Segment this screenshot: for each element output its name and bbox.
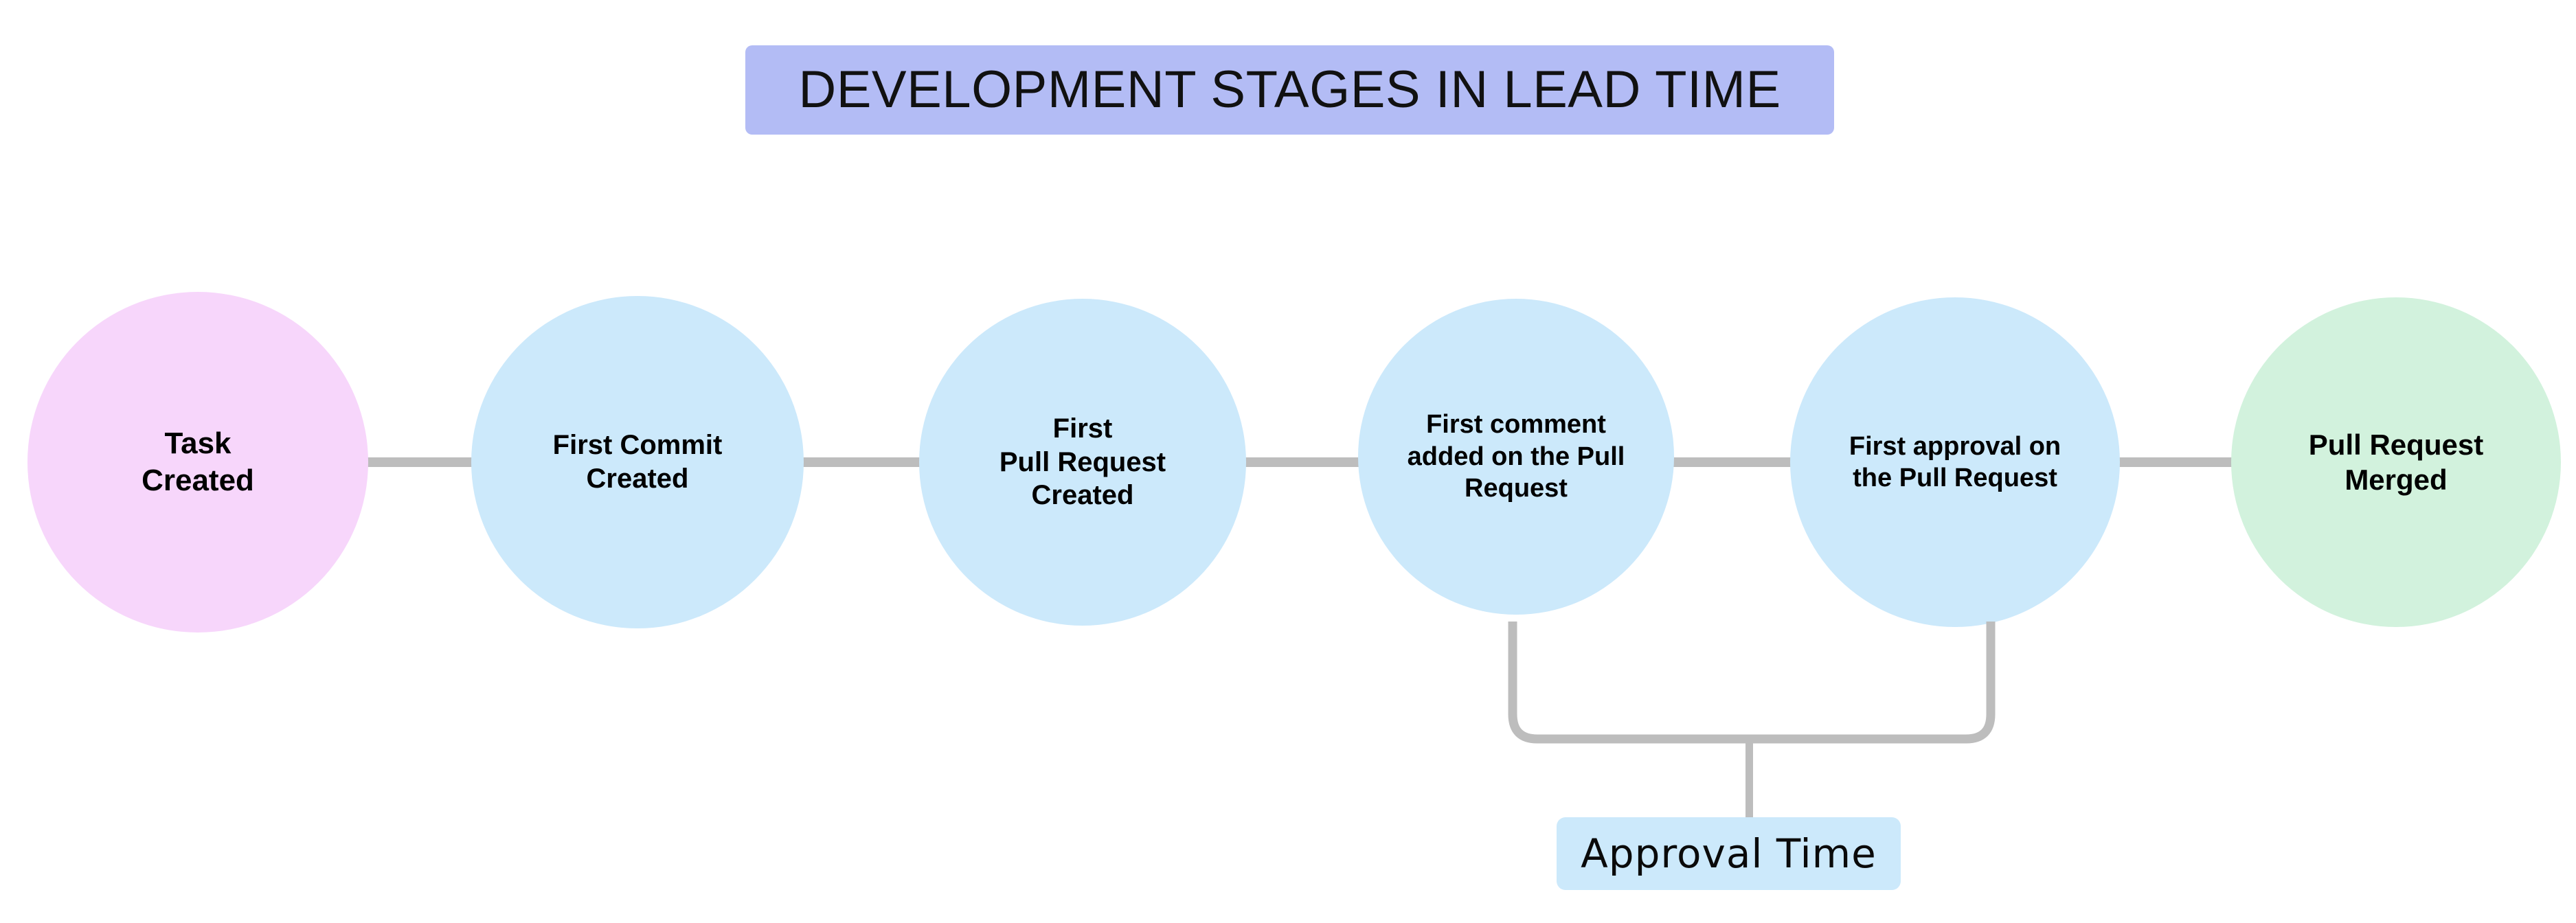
page-title-banner: DEVELOPMENT STAGES IN LEAD TIME xyxy=(745,45,1834,135)
stage-label-pull-request-merged: Pull Request Merged xyxy=(2308,428,2484,496)
stage-node-first-comment-added[interactable]: First comment added on the Pull Request xyxy=(1358,299,1674,615)
stage-node-pull-request-merged[interactable]: Pull Request Merged xyxy=(2231,297,2561,627)
approval-time-label: Approval Time xyxy=(1581,830,1877,877)
approval-time-bracket xyxy=(1498,615,2006,752)
connector-comment-to-approval xyxy=(1672,457,1792,467)
connector-commit-to-pr xyxy=(801,457,922,467)
page-title: DEVELOPMENT STAGES IN LEAD TIME xyxy=(798,60,1781,119)
connector-pr-to-comment xyxy=(1243,457,1362,467)
connector-task-to-commit xyxy=(363,457,474,467)
stage-node-first-commit-created[interactable]: First Commit Created xyxy=(471,296,804,628)
stage-node-first-approval[interactable]: First approval on the Pull Request xyxy=(1790,297,2120,627)
stage-label-first-approval: First approval on the Pull Request xyxy=(1849,431,2061,492)
stage-label-task-created: Task Created xyxy=(142,426,254,497)
stage-label-first-commit-created: First Commit Created xyxy=(552,430,723,494)
stage-node-first-pull-request-created[interactable]: First Pull Request Created xyxy=(919,299,1246,626)
approval-time-badge[interactable]: Approval Time xyxy=(1557,817,1901,890)
connector-approval-to-merged xyxy=(2117,457,2234,467)
stage-label-first-pull-request-created: First Pull Request Created xyxy=(999,413,1166,511)
stage-label-first-comment-added: First comment added on the Pull Request xyxy=(1407,410,1625,503)
approval-time-stem xyxy=(1745,739,1753,823)
stage-node-task-created[interactable]: Task Created xyxy=(27,292,368,633)
